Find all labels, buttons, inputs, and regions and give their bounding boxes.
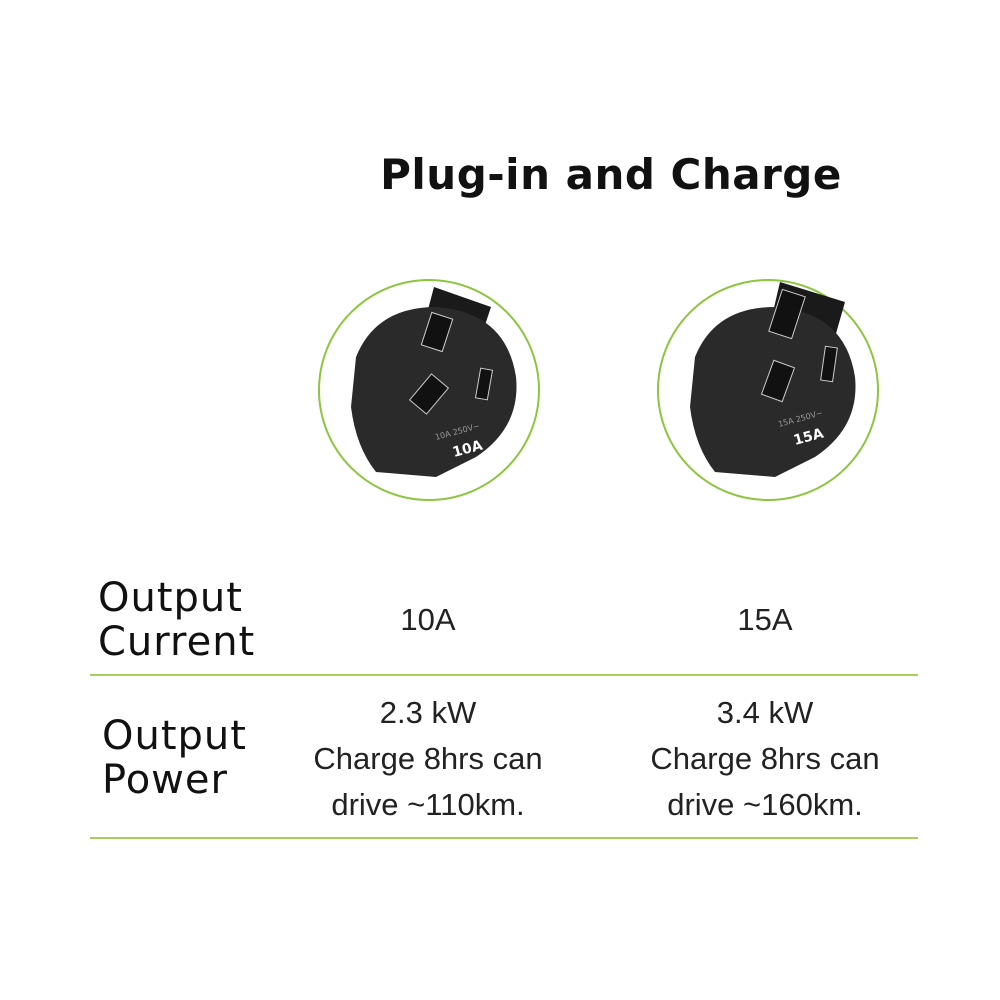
- output-power-label: Output Power: [102, 714, 247, 802]
- output-current-label: Output Current: [98, 576, 255, 664]
- label-line: Output: [102, 713, 247, 759]
- power-10a-cell: 2.3 kW Charge 8hrs can drive ~110km.: [268, 690, 588, 828]
- power-15a-cell: 3.4 kW Charge 8hrs can drive ~160km.: [605, 690, 925, 828]
- current-10a-value: 10A: [400, 602, 456, 637]
- power-value: 2.3 kW: [379, 695, 477, 730]
- current-15a-value: 15A: [737, 602, 793, 637]
- label-line: Output: [98, 575, 243, 621]
- power-note: drive ~160km.: [667, 787, 863, 822]
- label-line: Current: [98, 619, 256, 665]
- plug-15a-label: 15A: [792, 426, 826, 449]
- plug-10a-image: 10A 10A 250V~: [318, 279, 540, 501]
- plug-10a-label: 10A: [451, 438, 485, 461]
- power-note: Charge 8hrs can: [650, 741, 880, 776]
- label-line: Power: [102, 757, 228, 803]
- power-note: Charge 8hrs can: [313, 741, 543, 776]
- power-note: drive ~110km.: [331, 787, 525, 822]
- power-value: 3.4 kW: [716, 695, 814, 730]
- plug-15a-image: 15A 15A 250V~: [657, 279, 879, 501]
- divider: [90, 674, 918, 676]
- page-title: Plug-in and Charge: [380, 150, 842, 199]
- divider: [90, 837, 918, 839]
